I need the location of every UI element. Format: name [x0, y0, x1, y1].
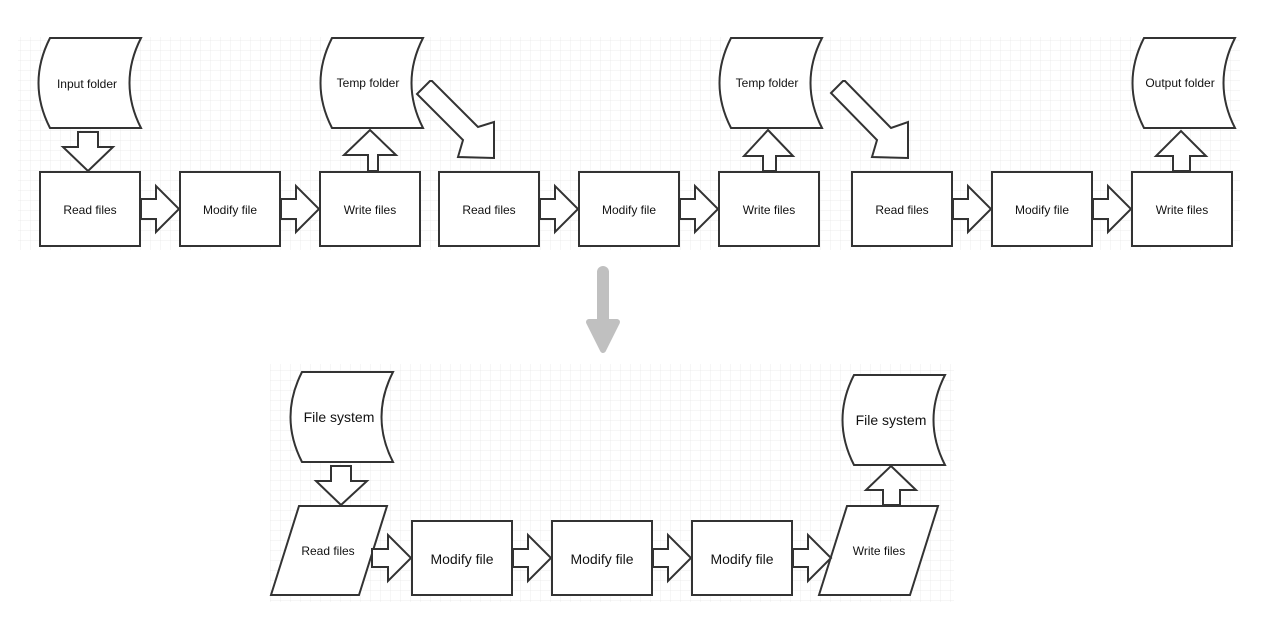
process-label: Modify file	[203, 203, 257, 217]
process-write-files-3[interactable]: Write files	[1131, 171, 1233, 247]
right-arrow-icon	[652, 532, 693, 584]
process-label: Read files	[875, 203, 928, 217]
process-write-files-1[interactable]: Write files	[319, 171, 421, 247]
diagonal-arrow-icon	[415, 80, 495, 160]
process-label: Modify file	[570, 551, 633, 567]
process-label: Modify file	[710, 551, 773, 567]
process-modify-file-b2[interactable]: Modify file	[551, 520, 653, 596]
process-label: Modify file	[430, 551, 493, 567]
process-write-files-2[interactable]: Write files	[718, 171, 820, 247]
diagonal-arrow-icon	[829, 80, 909, 160]
down-arrow-icon	[60, 131, 116, 173]
process-read-files-2[interactable]: Read files	[438, 171, 540, 247]
read-files-io[interactable]: Read files	[269, 505, 389, 596]
process-modify-file-3[interactable]: Modify file	[991, 171, 1093, 247]
write-files-io[interactable]: Write files	[817, 505, 940, 596]
file-system-source-label: File system	[304, 409, 375, 425]
up-arrow-icon	[741, 128, 796, 172]
process-label: Read files	[462, 203, 515, 217]
input-folder-store[interactable]: Input folder	[37, 37, 143, 129]
transition-down-arrow-icon	[586, 266, 620, 353]
output-folder-store[interactable]: Output folder	[1131, 37, 1237, 129]
process-modify-file-1[interactable]: Modify file	[179, 171, 281, 247]
right-arrow-icon	[679, 183, 720, 235]
right-arrow-icon	[952, 183, 993, 235]
process-label: Modify file	[602, 203, 656, 217]
right-arrow-icon	[512, 532, 553, 584]
right-arrow-icon	[539, 183, 580, 235]
temp-folder-label-1: Temp folder	[337, 76, 400, 90]
up-arrow-icon	[1153, 129, 1209, 172]
process-modify-file-b1[interactable]: Modify file	[411, 520, 513, 596]
read-files-label: Read files	[301, 544, 354, 558]
process-label: Read files	[63, 203, 116, 217]
temp-folder-store-1[interactable]: Temp folder	[319, 37, 425, 129]
right-arrow-icon	[792, 532, 833, 584]
temp-folder-store-2[interactable]: Temp folder	[718, 37, 824, 129]
output-folder-label: Output folder	[1145, 76, 1214, 90]
process-modify-file-2[interactable]: Modify file	[578, 171, 680, 247]
file-system-source-store[interactable]: File system	[289, 371, 395, 463]
process-read-files-1[interactable]: Read files	[39, 171, 141, 247]
right-arrow-icon	[140, 183, 181, 235]
right-arrow-icon	[371, 532, 413, 584]
temp-folder-label-2: Temp folder	[736, 76, 799, 90]
up-arrow-icon	[341, 128, 399, 172]
up-arrow-icon	[863, 464, 919, 506]
process-label: Write files	[1156, 203, 1208, 217]
file-system-target-store[interactable]: File system	[841, 374, 947, 466]
process-read-files-3[interactable]: Read files	[851, 171, 953, 247]
process-label: Modify file	[1015, 203, 1069, 217]
down-arrow-icon	[313, 465, 370, 507]
process-label: Write files	[344, 203, 396, 217]
right-arrow-icon	[280, 183, 321, 235]
input-folder-label: Input folder	[57, 77, 117, 91]
process-modify-file-b3[interactable]: Modify file	[691, 520, 793, 596]
file-system-target-label: File system	[856, 412, 927, 428]
write-files-label: Write files	[853, 544, 905, 558]
right-arrow-icon	[1092, 183, 1133, 235]
process-label: Write files	[743, 203, 795, 217]
